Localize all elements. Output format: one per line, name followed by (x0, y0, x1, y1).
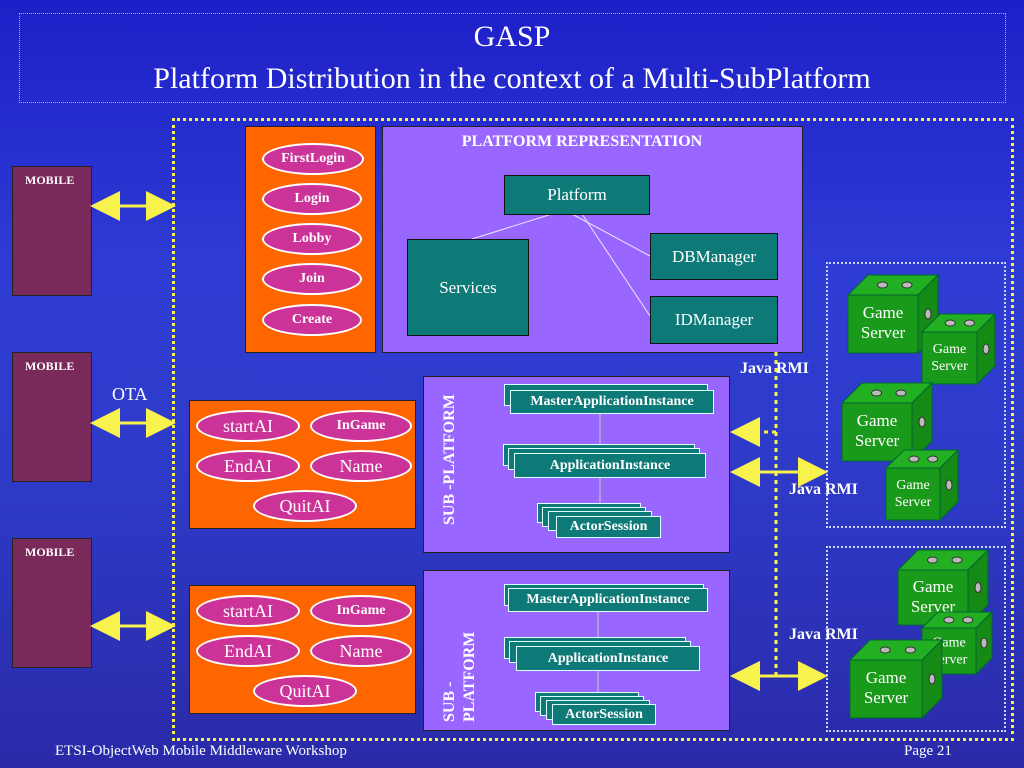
game-server-label: Server (855, 431, 900, 450)
idmanager-box: IDManager (650, 296, 778, 344)
ellipse-ingame: InGame (310, 410, 412, 442)
footer-left: ETSI-ObjectWeb Mobile Middleware Worksho… (55, 743, 347, 759)
server-knob (944, 319, 956, 327)
game-server-label: Game (866, 668, 907, 687)
dbmanager-box: DBManager (650, 233, 778, 280)
services-box: Services (407, 239, 529, 336)
server-knob (871, 389, 882, 397)
server-knob (962, 616, 974, 624)
game-server-label: Game (863, 303, 904, 322)
server-knob (877, 281, 888, 289)
slide-title: GASP (473, 20, 551, 53)
ellipse-name: Name (310, 450, 412, 482)
server-group-2 (826, 546, 1006, 732)
server-knob (895, 389, 907, 397)
server-knob (908, 455, 920, 463)
server-knob (943, 616, 955, 624)
platform-representation-title: PLATFORM REPRESENTATION (461, 133, 703, 150)
java-rmi-label: Java RMI (740, 360, 809, 377)
game-server-label: Server (861, 323, 906, 342)
actor-session: ActorSession (552, 704, 656, 725)
ellipse-lobby: Lobby (262, 223, 362, 255)
game-server-label: Game (913, 577, 954, 596)
java-rmi-label: Java RMI (789, 626, 858, 643)
ellipse-startai: startAI (196, 595, 300, 627)
mobile-label: MOBILE (25, 545, 75, 559)
game-server-label: Server (911, 597, 956, 616)
ellipse-name: Name (310, 635, 412, 667)
master-application-instance: MasterApplicationInstance (510, 390, 714, 414)
ellipse-startai: startAI (196, 410, 300, 442)
game-server-label: Game (857, 411, 898, 430)
java-rmi-label: Java RMI (789, 481, 858, 498)
ellipse-join: Join (262, 263, 362, 295)
ota-label: OTA (112, 384, 148, 404)
footer-right: Page 21 (904, 743, 952, 759)
server-knob (879, 646, 891, 654)
platform-box: Platform (504, 175, 650, 215)
ellipse-ingame: InGame (310, 595, 412, 627)
game-server-label: Game (896, 478, 929, 493)
subplatform-connector (597, 610, 599, 694)
ellipse-firstlogin: FirstLogin (262, 143, 364, 175)
mobile-3: MOBILE (12, 538, 92, 668)
platform-connectors (471, 213, 651, 317)
ellipse-quitai: QuitAI (253, 675, 357, 707)
ellipse-login: Login (262, 183, 362, 215)
game-server-label: Server (864, 688, 909, 707)
ellipse-endai: EndAI (196, 635, 300, 667)
server-group-1 (826, 262, 1006, 528)
server-knob (964, 319, 975, 327)
mobile-label: MOBILE (25, 359, 75, 373)
game-server-label: Game (933, 342, 966, 357)
server-knob (951, 556, 963, 564)
mobile-label: MOBILE (25, 173, 75, 187)
master-application-instance: MasterApplicationInstance (508, 588, 708, 612)
ellipse-quitai: QuitAI (253, 490, 357, 522)
game-server-label: Server (931, 359, 968, 374)
title-box (19, 13, 1006, 103)
server-knob (901, 281, 913, 289)
server-knob (927, 556, 938, 564)
game-server-label: Server (895, 495, 932, 510)
ellipse-endai: EndAI (196, 450, 300, 482)
ellipse-create: Create (262, 304, 362, 336)
server-knob (927, 455, 939, 463)
slide-subtitle: Platform Distribution in the context of … (153, 62, 871, 95)
application-instance: ApplicationInstance (514, 453, 706, 478)
mobile-1: MOBILE (12, 166, 92, 296)
application-instance: ApplicationInstance (516, 646, 700, 671)
actor-session: ActorSession (556, 516, 661, 538)
server-knob (904, 646, 916, 654)
